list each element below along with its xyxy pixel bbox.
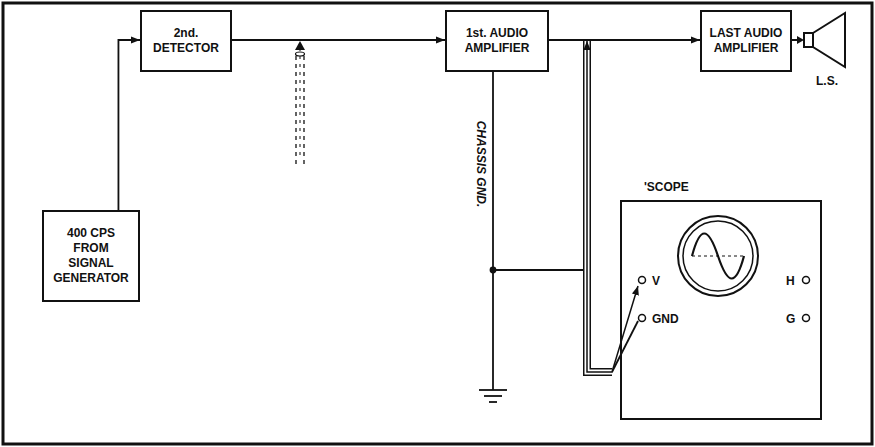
amplifier-box: LAST AUDIO AMPLIFIER [700, 10, 792, 72]
generator-box: 400 CPS FROM SIGNAL GENERATOR [42, 210, 140, 302]
signal-wire [232, 40, 445, 41]
probe-cable [587, 41, 638, 372]
cable-core [587, 41, 612, 372]
terminal-name: V [652, 274, 660, 289]
scope-screen [678, 216, 758, 296]
terminal-name: GND [652, 312, 679, 327]
terminal-name: H [786, 274, 795, 289]
amplifier-box: 1st. AUDIO AMPLIFIER [445, 10, 549, 72]
detector-box: 2nd. DETECTOR [140, 10, 232, 72]
probe-cable [295, 41, 305, 165]
cable-shield [587, 41, 612, 372]
signal-wire [118, 40, 140, 210]
loudspeaker [792, 13, 845, 67]
box-label: 1st. AUDIO AMPLIFIER [453, 26, 541, 56]
box-label: 2nd. DETECTOR [148, 26, 224, 56]
ground-label: CHASSIS GND. [474, 109, 488, 219]
wire-path [587, 41, 638, 372]
scope-title: 'SCOPE [644, 180, 689, 195]
frame [3, 3, 872, 444]
terminal-name: G [786, 312, 795, 327]
ground-wiring [479, 72, 638, 402]
oscilloscope: 'SCOPEVHGNDG [620, 200, 822, 420]
wire-path [549, 39, 700, 41]
wire-path [118, 40, 140, 210]
speaker-label: L.S. [816, 74, 838, 88]
box-label: LAST AUDIO AMPLIFIER [708, 26, 784, 56]
signal-wire [549, 40, 700, 41]
box-label: 400 CPS FROM SIGNAL GENERATOR [50, 226, 132, 286]
wire-path [232, 39, 445, 41]
